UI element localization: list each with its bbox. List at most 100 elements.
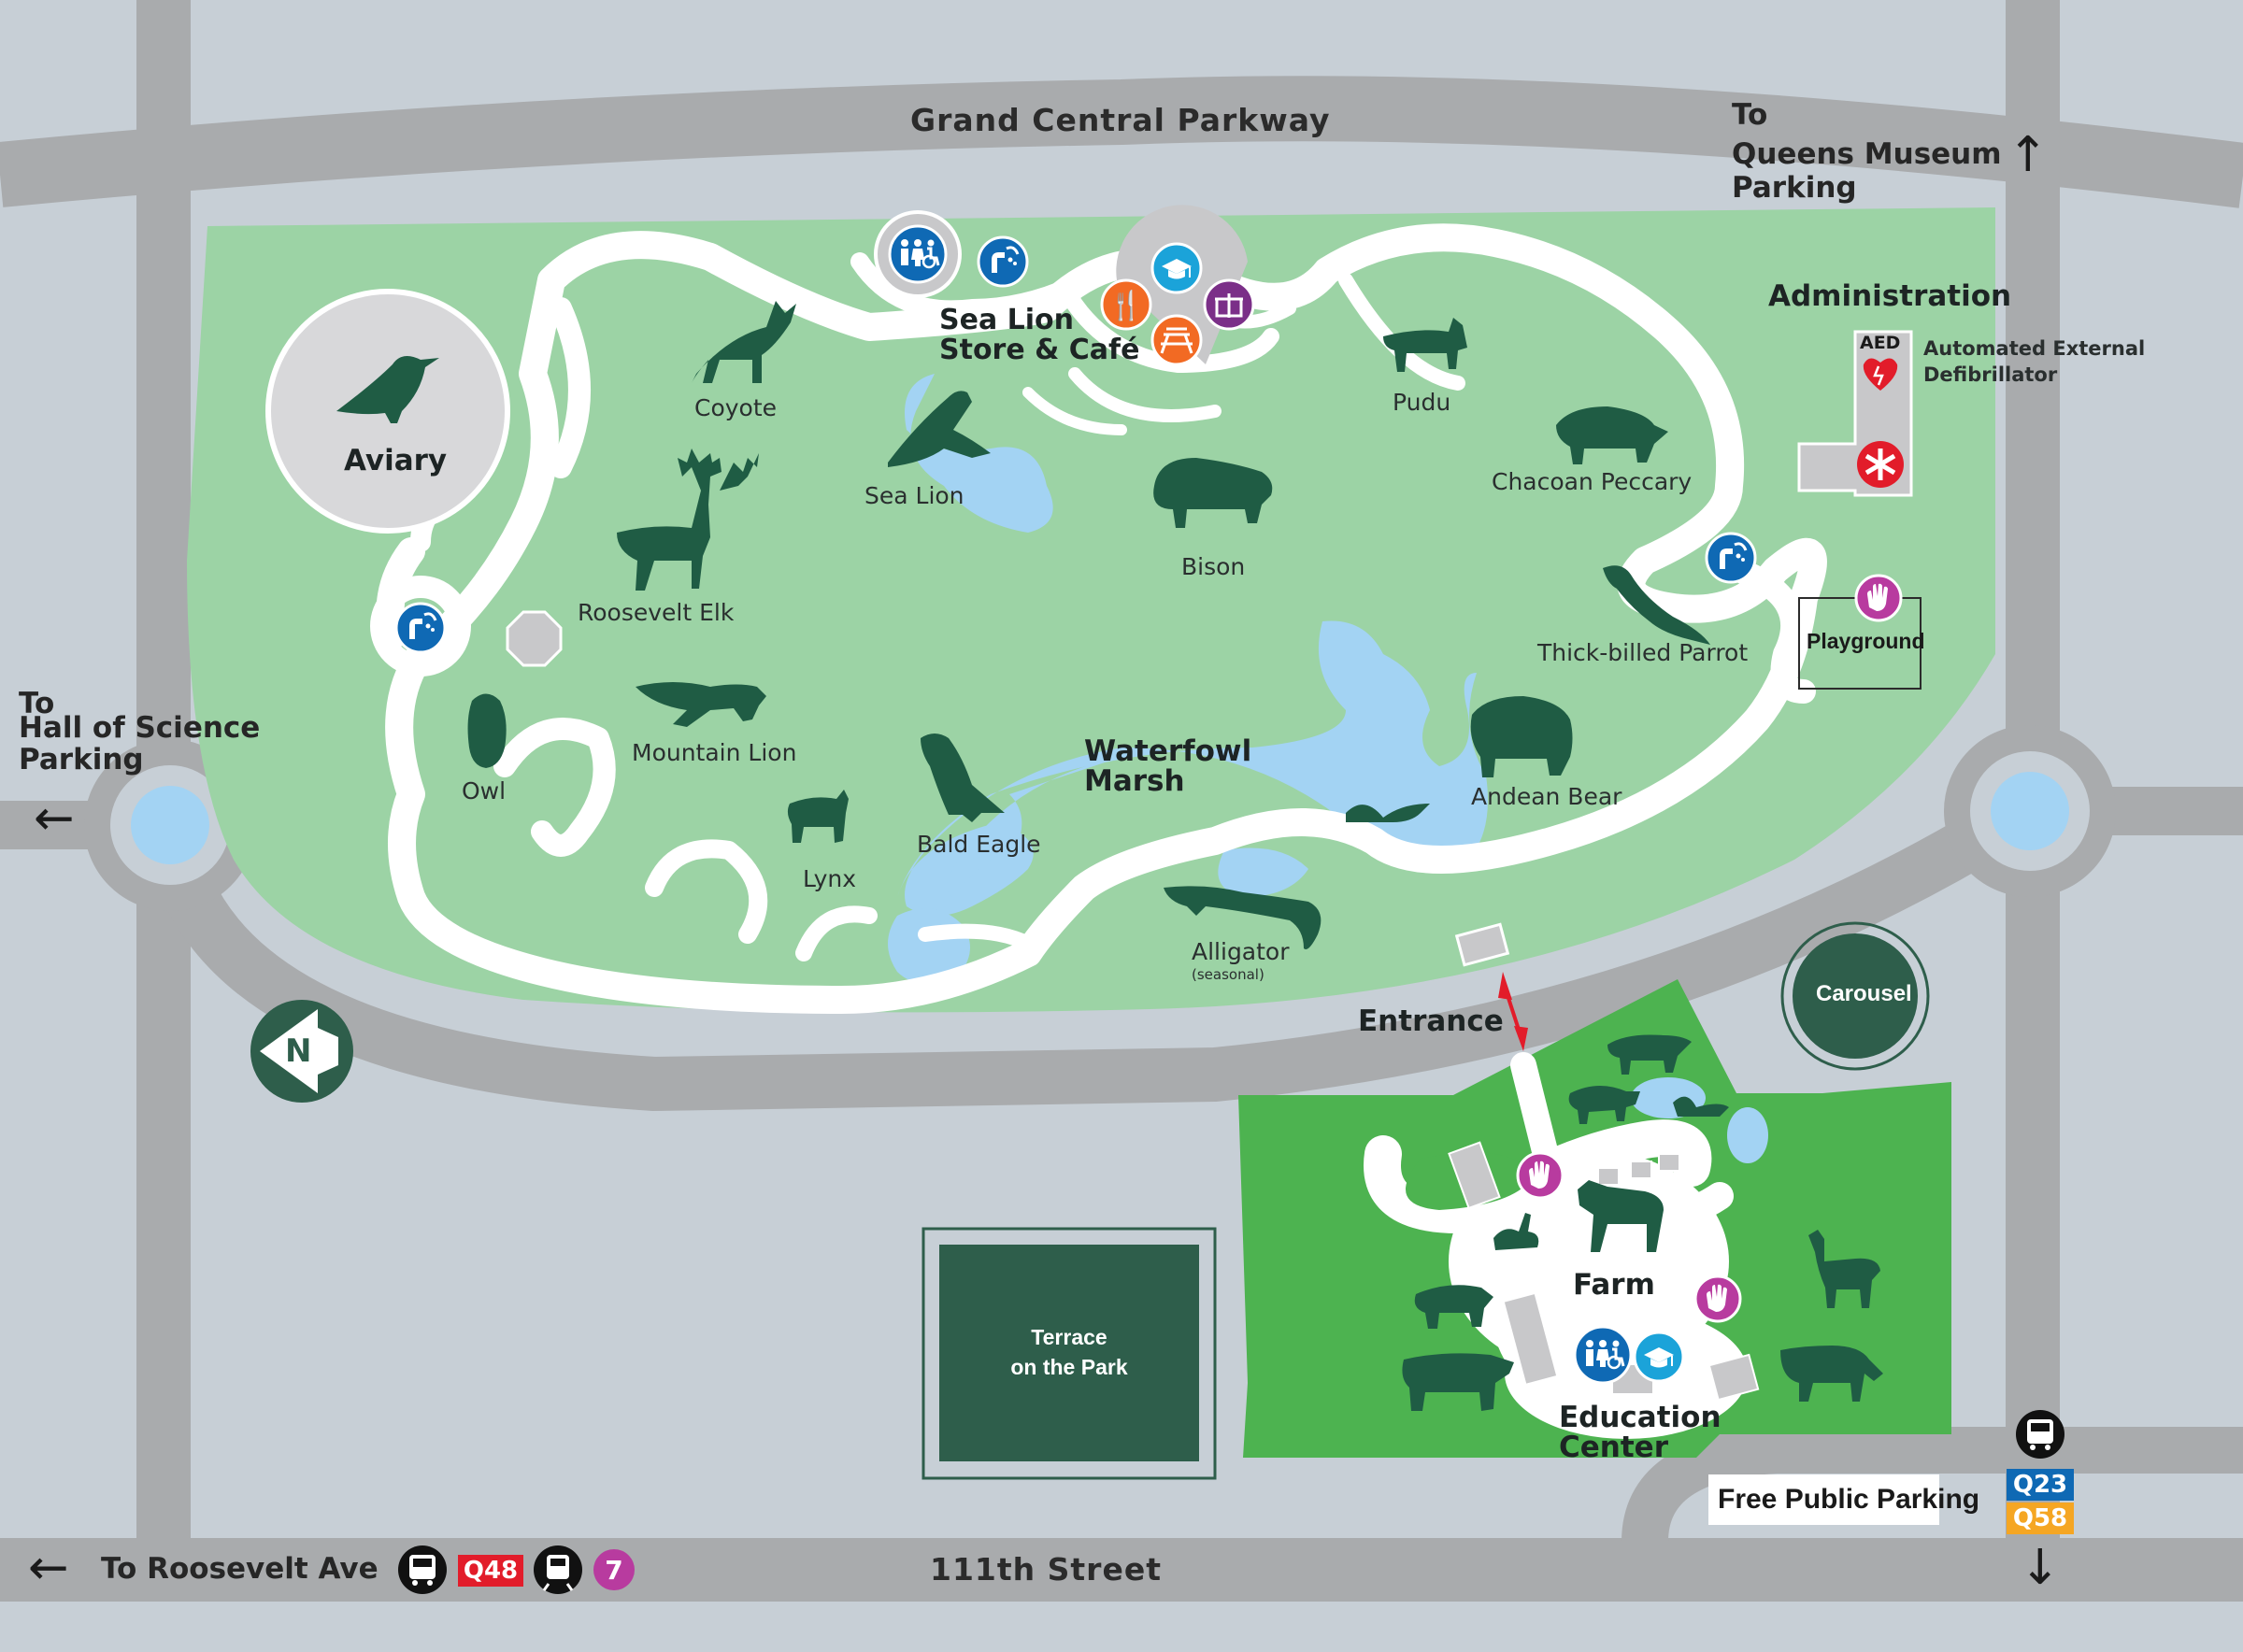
bus-icon <box>398 1545 447 1594</box>
zoo-park-area <box>187 207 1995 1013</box>
aviary-label[interactable]: Aviary <box>344 444 448 477</box>
aed-label: AED <box>1860 333 1901 353</box>
hall-of-science-to: To <box>19 687 55 720</box>
sea-lion-icon <box>888 391 991 467</box>
111th-street-label: 111th Street <box>930 1551 1162 1588</box>
bison-icon <box>1153 458 1273 528</box>
terrace-on-the-park[interactable] <box>939 1245 1199 1461</box>
carousel-label[interactable]: Carousel <box>1816 981 1912 1006</box>
water-fountain-icon <box>394 602 447 654</box>
sea-lion-store-label-1[interactable]: Sea Lion <box>939 304 1075 336</box>
kiosk <box>506 610 563 667</box>
q23-badge <box>2007 1469 2074 1501</box>
restroom-icon <box>888 224 948 284</box>
roosevelt-elk-antler <box>720 453 759 491</box>
lynx-label[interactable]: Lynx <box>803 865 857 892</box>
andean-bear-label[interactable]: Andean Bear <box>1471 783 1622 810</box>
q58-label: Q58 <box>2012 1504 2068 1532</box>
animal-silhouettes <box>467 301 1883 1411</box>
chacoan-peccary-label[interactable]: Chacoan Peccary <box>1492 468 1693 495</box>
waterfowl-marsh-label-1: Waterfowl <box>1084 734 1252 768</box>
subway-icon <box>534 1545 582 1594</box>
aed-text-2: Defibrillator <box>1923 363 2058 386</box>
terrace-outline <box>921 1227 1217 1480</box>
llama-icon <box>1808 1230 1880 1308</box>
aed-text-1: Automated External <box>1923 337 2146 360</box>
free-parking-label: Free Public Parking <box>1718 1484 1980 1515</box>
pudu-icon <box>1383 318 1467 372</box>
horse-icon <box>1780 1346 1883 1402</box>
pudu-label[interactable]: Pudu <box>1393 389 1451 416</box>
queens-museum-name: Queens Museum <box>1732 137 2002 171</box>
svg-text:🍴: 🍴 <box>1108 289 1143 322</box>
hall-of-science-name: Hall of Science <box>19 711 261 745</box>
sea-lion-store-label-2[interactable]: Store & Café <box>939 334 1140 366</box>
entrance-gate <box>1454 922 1510 967</box>
north-label: N <box>285 1032 312 1070</box>
education-icon <box>1633 1331 1685 1383</box>
goat-icon <box>1578 1180 1664 1252</box>
duck-icon <box>1673 1096 1729 1117</box>
owl-label[interactable]: Owl <box>462 777 507 805</box>
carousel[interactable] <box>1793 933 1918 1059</box>
q48-badge <box>458 1555 523 1587</box>
playground-hand-icon <box>1854 574 1903 622</box>
up-arrow-icon: ↑ <box>2007 127 2049 183</box>
terrace-label-1[interactable]: Terrace <box>1031 1325 1107 1349</box>
bison-label[interactable]: Bison <box>1181 553 1246 580</box>
hall-of-science-parking: Parking <box>19 743 144 776</box>
down-arrow-icon: ↓ <box>2020 1540 2061 1596</box>
sheep-icon <box>1414 1285 1493 1329</box>
entrance-arrows <box>1498 972 1528 1051</box>
alligator-seasonal-note: (seasonal) <box>1192 966 1264 983</box>
queens-museum-parking: Parking <box>1732 171 1857 205</box>
q48-label: Q48 <box>463 1557 519 1585</box>
sheep-icon <box>1568 1085 1640 1124</box>
playground-label[interactable]: Playground <box>1807 629 1925 653</box>
roosevelt-elk-icon <box>617 449 721 591</box>
coyote-label[interactable]: Coyote <box>694 394 778 421</box>
food-icon <box>1100 278 1152 331</box>
train-7-badge <box>593 1549 635 1590</box>
administration-label[interactable]: Administration <box>1768 279 2012 313</box>
alligator-icon <box>1164 886 1322 949</box>
alligator-label[interactable]: Alligator <box>1192 938 1290 965</box>
carousel-ring <box>1780 921 1930 1071</box>
roosevelt-ave-label: To Roosevelt Ave <box>101 1552 379 1586</box>
water-fountain-icon <box>1705 532 1757 584</box>
cow-icon <box>1402 1353 1514 1411</box>
chacoan-peccary-icon <box>1556 406 1668 464</box>
entrance-label[interactable]: Entrance <box>1358 1004 1504 1038</box>
mountain-lion-icon <box>636 682 766 727</box>
q58-badge <box>2007 1502 2074 1534</box>
bald-eagle-label[interactable]: Bald Eagle <box>917 831 1041 858</box>
sea-lion-label[interactable]: Sea Lion <box>864 482 964 509</box>
left-arrow-icon: ← <box>34 790 75 847</box>
coyote-icon <box>692 301 796 383</box>
q23-label: Q23 <box>2012 1471 2068 1499</box>
grand-central-parkway-label: Grand Central Parkway <box>910 102 1331 138</box>
rabbit-icon <box>1493 1213 1539 1250</box>
bald-eagle-icon <box>921 733 1005 822</box>
thick-billed-parrot-label[interactable]: Thick-billed Parrot <box>1537 639 1749 666</box>
education-center-label-2[interactable]: Center <box>1559 1431 1668 1464</box>
thick-billed-parrot-icon <box>1603 565 1710 645</box>
water-fountain-icon <box>977 235 1029 288</box>
queens-museum-to: To <box>1732 98 1768 132</box>
pig-icon <box>1607 1034 1692 1075</box>
restroom-icon <box>1573 1325 1633 1385</box>
bus-icon <box>2016 1410 2064 1459</box>
petting-hand-icon <box>1516 1151 1564 1200</box>
picnic-icon <box>1150 314 1203 366</box>
train-7-label: 7 <box>605 1554 623 1586</box>
free-parking-sign <box>1708 1474 1939 1525</box>
education-center-label-1[interactable]: Education <box>1559 1401 1722 1434</box>
duck-icon <box>1346 804 1430 822</box>
farm-label[interactable]: Farm <box>1573 1268 1655 1302</box>
lynx-icon <box>787 790 849 843</box>
petting-hand-icon <box>1693 1275 1742 1323</box>
mountain-lion-label[interactable]: Mountain Lion <box>632 739 797 766</box>
roosevelt-elk-label[interactable]: Roosevelt Elk <box>578 599 735 626</box>
terrace-label-2[interactable]: on the Park <box>1010 1355 1128 1379</box>
